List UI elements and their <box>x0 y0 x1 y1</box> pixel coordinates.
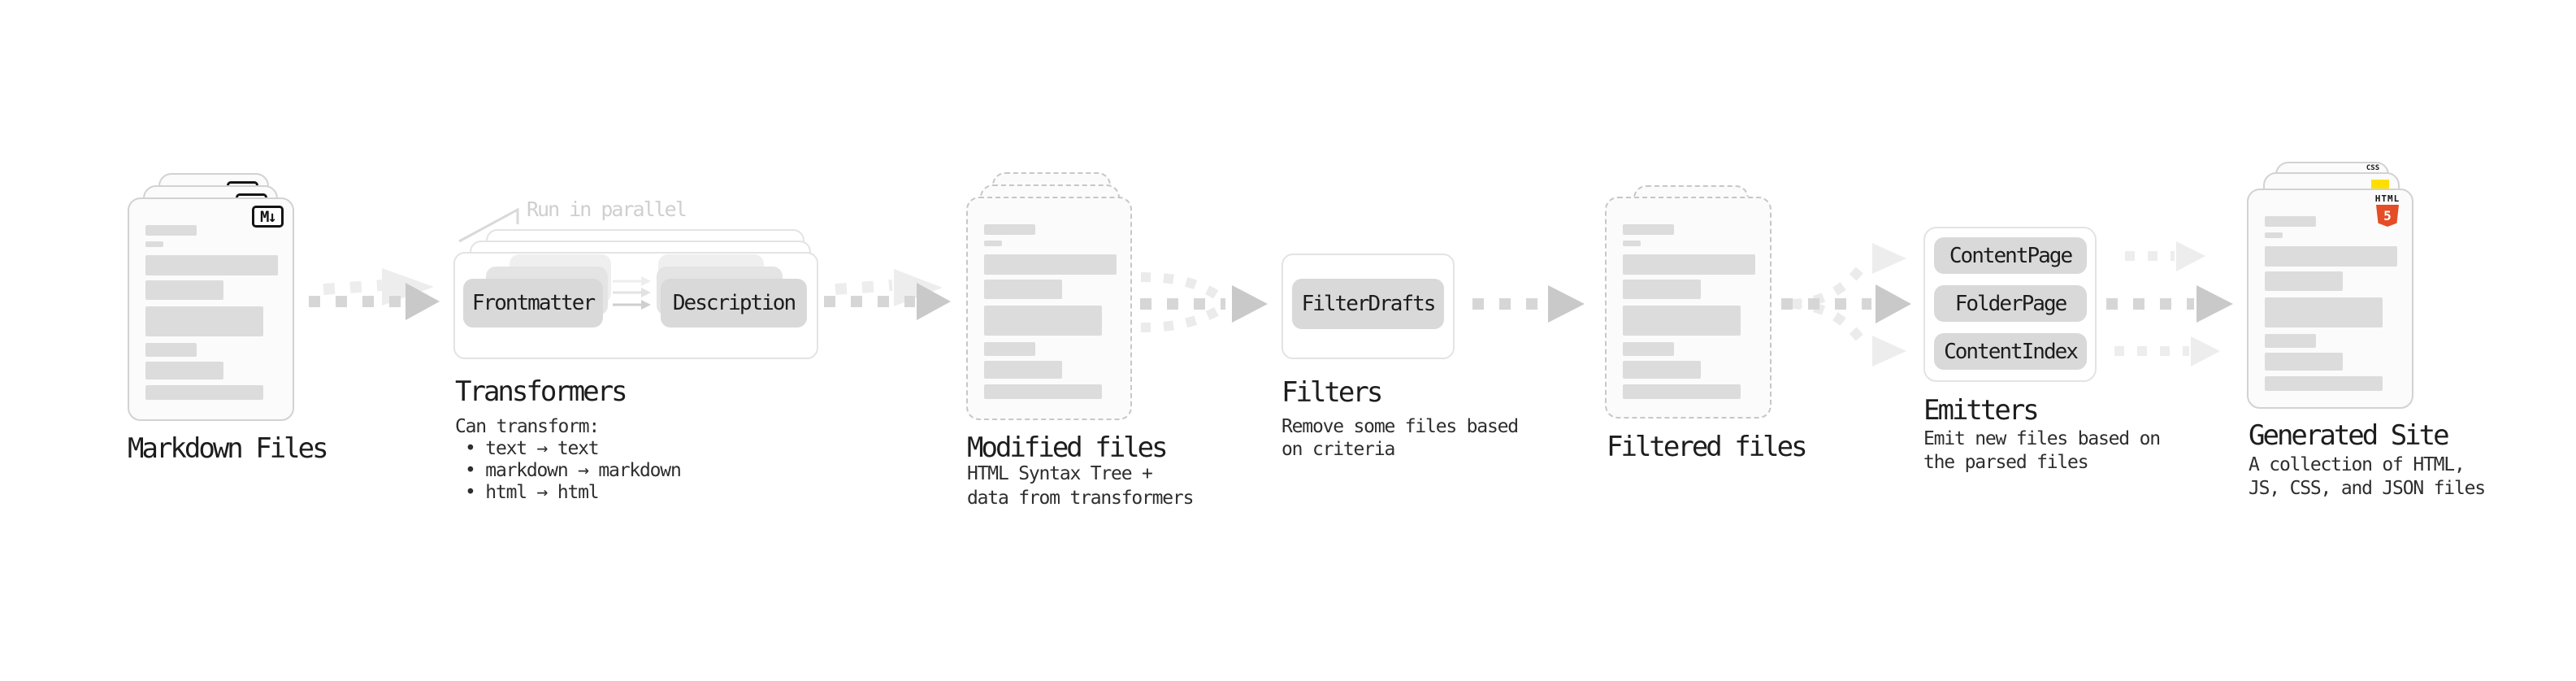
content-line <box>1623 361 1701 379</box>
plugin-box-folderpage: FolderPage <box>1934 285 2087 322</box>
plugin-box-contentpage: ContentPage <box>1934 237 2087 274</box>
file-card <box>966 197 1132 420</box>
plugin-box-contentindex: ContentIndex <box>1934 333 2087 370</box>
bullet-item: • markdown → markdown <box>465 460 682 481</box>
content-line <box>2265 216 2316 227</box>
content-line <box>145 280 223 300</box>
content-line <box>145 385 263 400</box>
content-line <box>984 342 1035 356</box>
stage-description: A collection of HTML, JS, CSS, and JSON … <box>2249 454 2486 499</box>
stage-title: Transformers <box>455 375 628 408</box>
markdown-icon: M↓ <box>252 206 284 228</box>
content-line <box>2265 376 2383 391</box>
content-line <box>1623 241 1641 246</box>
content-line <box>1623 224 1674 235</box>
js-icon <box>2371 180 2389 189</box>
content-line <box>984 241 1002 246</box>
arrow-modified-to-filters <box>1140 272 1268 332</box>
content-line <box>984 306 1102 336</box>
arrow-filtered-to-emitters <box>1781 243 1911 367</box>
content-line <box>1623 306 1741 336</box>
content-line <box>984 254 1117 275</box>
description-heading: Can transform: <box>455 416 600 437</box>
content-line <box>1623 280 1701 299</box>
stage-description: Can transform: • text → text • markdown … <box>455 416 682 504</box>
stage-title: Modified files <box>967 432 1169 464</box>
content-line <box>145 306 263 336</box>
stage-title: Markdown Files <box>128 432 329 465</box>
plugin-box-frontmatter: Frontmatter <box>463 279 603 327</box>
run-in-parallel-label: Run in parallel <box>527 197 687 221</box>
stage-title: Emitters <box>1923 394 2040 427</box>
content-line <box>2265 334 2316 348</box>
plugin-box-filterdrafts: FilterDrafts <box>1292 279 1444 329</box>
file-card: M↓ <box>128 197 294 421</box>
content-line <box>2265 297 2383 327</box>
content-line <box>984 384 1102 399</box>
content-line <box>1623 342 1674 356</box>
content-line <box>984 224 1035 235</box>
html5-icon: HTML 5 <box>2369 194 2406 227</box>
arrow-transformers-to-modified <box>824 269 951 320</box>
bullet-item: • html → html <box>465 482 600 503</box>
file-card <box>1605 197 1772 419</box>
plugin-box-description: Description <box>661 279 807 327</box>
arrow-markdown-to-transformers <box>309 268 440 320</box>
stage-description: Remove some files based on criteria <box>1281 416 1519 460</box>
content-line <box>145 241 163 247</box>
content-line <box>2265 353 2343 371</box>
content-line <box>984 280 1062 299</box>
content-line <box>145 255 278 275</box>
content-line <box>2265 232 2283 238</box>
content-line <box>145 362 223 380</box>
content-line <box>2265 246 2397 267</box>
content-line <box>145 225 197 236</box>
content-line <box>2265 271 2343 291</box>
stage-title: Filtered files <box>1607 431 1808 463</box>
file-card: HTML 5 <box>2247 189 2413 409</box>
bullet-item: • text → text <box>465 438 600 459</box>
stage-title: Filters <box>1281 376 1383 409</box>
content-line <box>984 361 1062 379</box>
content-line <box>1623 254 1755 275</box>
stage-description: Emit new files based on the parsed files <box>1923 428 2161 473</box>
stage-description: HTML Syntax Tree + data from transformer… <box>967 463 1194 509</box>
stage-title: Generated Site <box>2249 419 2450 452</box>
content-line <box>1623 384 1741 399</box>
arrow-emitters-to-generated <box>2106 241 2233 367</box>
content-line <box>145 343 197 357</box>
arrow-filters-to-filtered <box>1472 285 1585 323</box>
